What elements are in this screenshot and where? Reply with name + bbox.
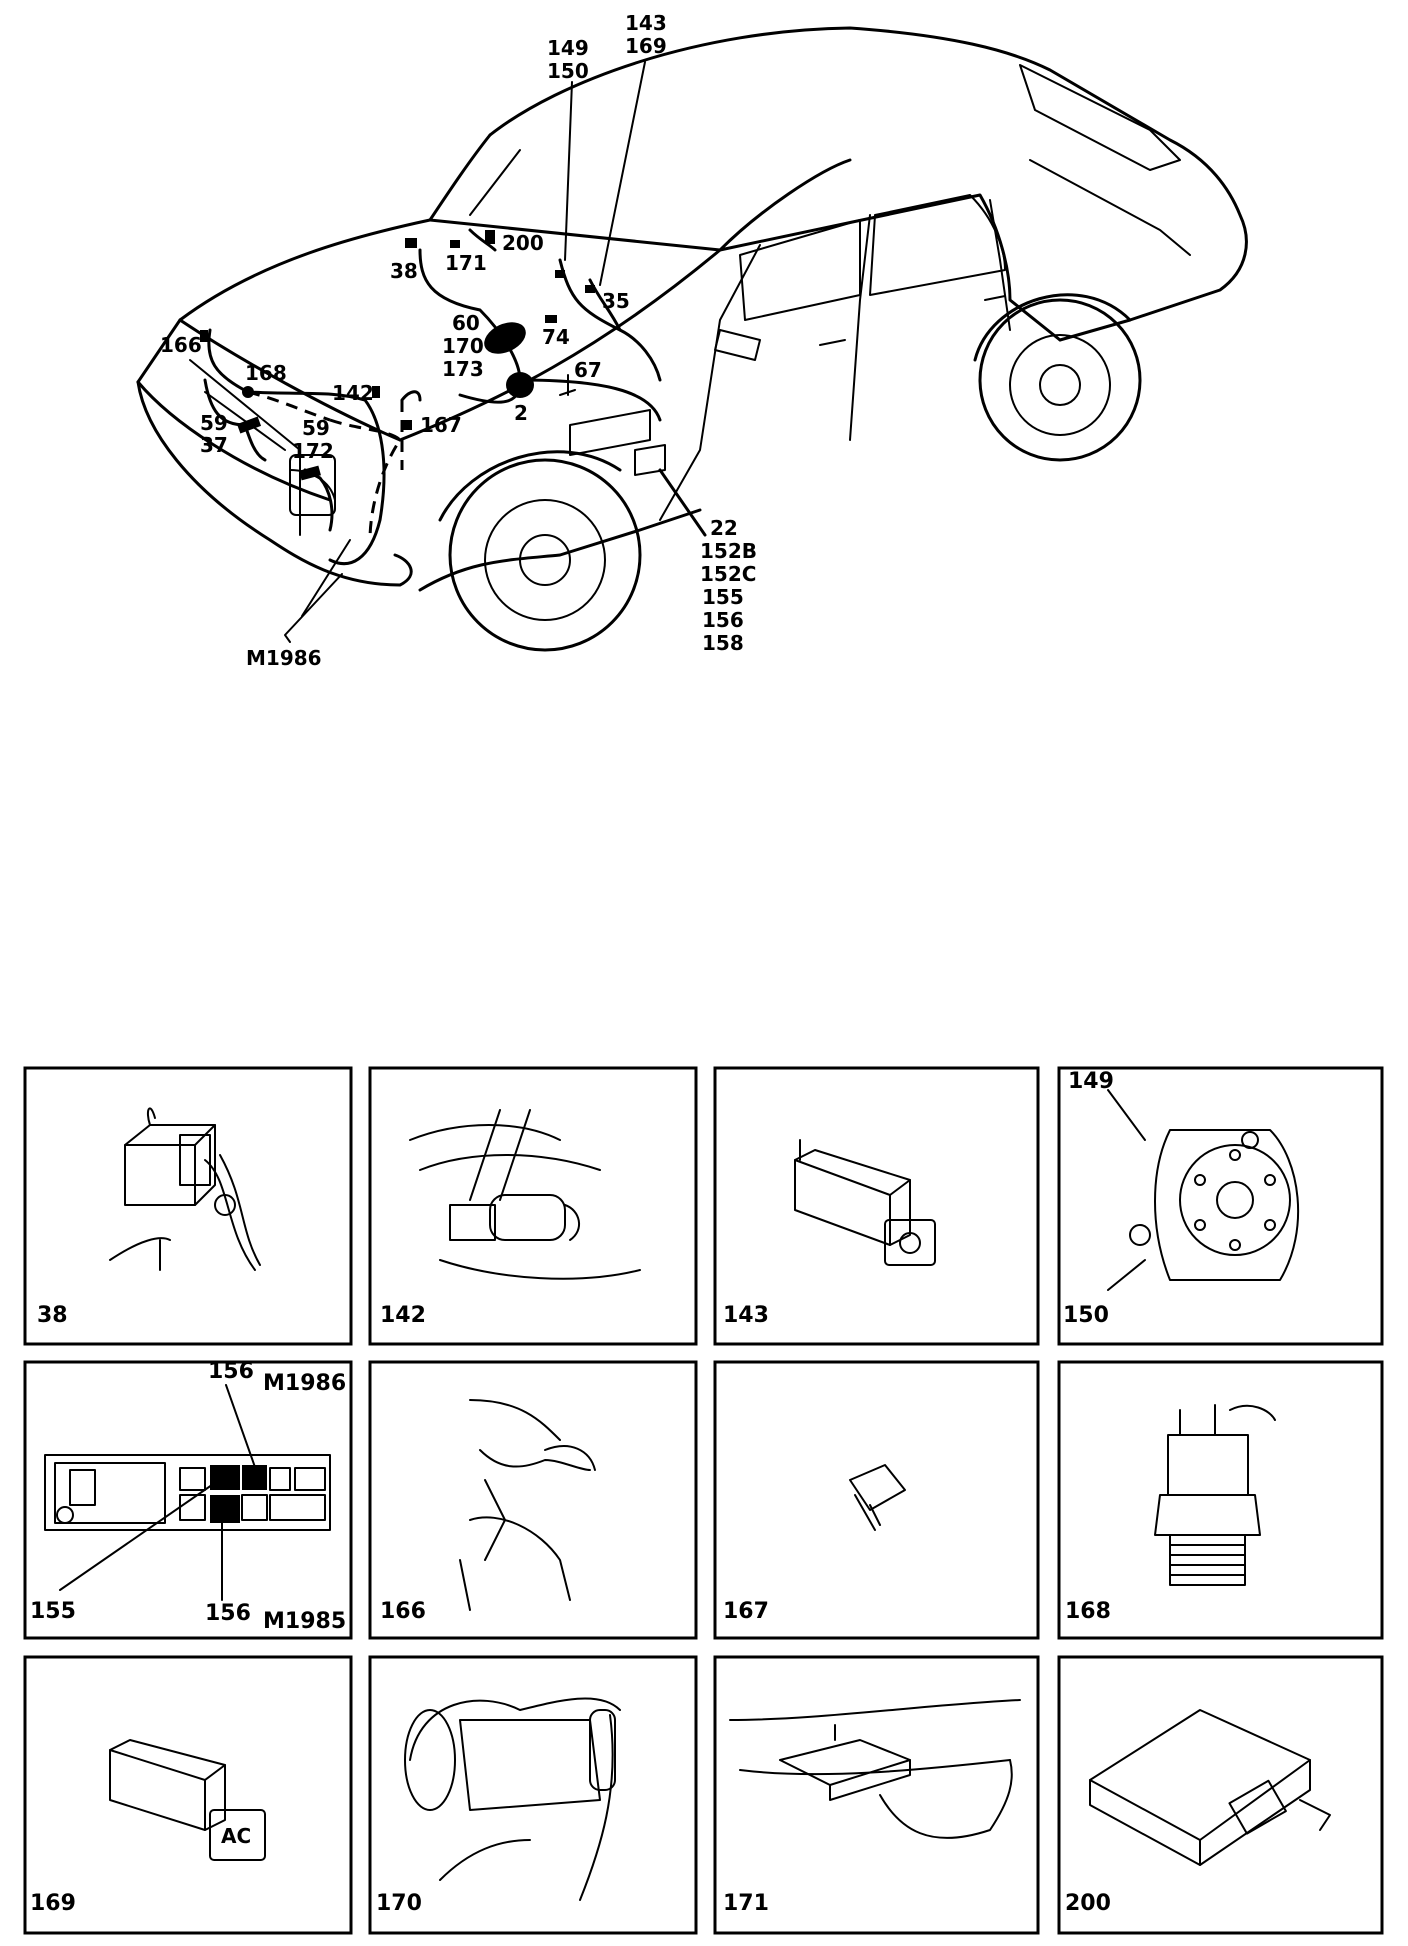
label-156: 156 [702, 608, 744, 632]
label-152B: 152B [700, 539, 757, 563]
label-150: 150 [547, 59, 589, 83]
label-166: 166 [160, 333, 202, 357]
overview-labels: 143 169 149 150 200 171 38 35 60 170 173… [160, 11, 757, 670]
panel-168-label: 168 [1065, 1599, 1111, 1624]
leader-lines [284, 61, 646, 643]
label-35: 35 [602, 289, 630, 313]
label-152C: 152C [700, 562, 756, 586]
panel-166: 166 [368, 1360, 698, 1640]
panel-167-label: 167 [723, 1599, 769, 1624]
label-173: 173 [442, 357, 484, 381]
panel-169-label: 169 [30, 1891, 76, 1916]
panel-200: 200 [1057, 1655, 1384, 1935]
panel-169-button-text: AC [221, 1824, 251, 1848]
panel-171-label: 171 [723, 1891, 769, 1916]
panel-200-label: 200 [1065, 1891, 1111, 1916]
panel-155-tag-M1985: M1985 [263, 1609, 346, 1634]
panel-150: 149 150 [1057, 1066, 1384, 1346]
label-60: 60 [452, 311, 480, 335]
panel-171: 171 [713, 1655, 1040, 1935]
panel-155: 156 M1986 155 156 M1985 [23, 1359, 353, 1640]
panel-155-callout-156-top: 156 [208, 1359, 254, 1384]
label-200: 200 [502, 231, 544, 255]
label-2: 2 [514, 401, 528, 425]
label-143: 143 [625, 11, 667, 35]
label-74: 74 [542, 325, 570, 349]
label-170: 170 [442, 334, 484, 358]
component-2-blob [506, 372, 534, 398]
label-M1986: M1986 [246, 646, 322, 670]
label-37: 37 [200, 433, 228, 457]
panel-170-label: 170 [376, 1891, 422, 1916]
panel-143: 143 [713, 1066, 1040, 1346]
label-158: 158 [702, 631, 744, 655]
label-149: 149 [547, 36, 589, 60]
panel-142-label: 142 [380, 1303, 426, 1328]
panel-150-label: 150 [1063, 1303, 1109, 1328]
label-168: 168 [245, 361, 287, 385]
panel-155-tag-M1986: M1986 [263, 1371, 346, 1396]
panel-166-label: 166 [380, 1599, 426, 1624]
car-body-outline [136, 26, 1248, 652]
wiring-harness [203, 228, 662, 566]
label-169: 169 [625, 34, 667, 58]
label-171: 171 [445, 251, 487, 275]
panel-38-label: 38 [37, 1303, 68, 1328]
panel-142: 142 [368, 1066, 698, 1346]
label-59-left: 59 [200, 411, 228, 435]
fuse-156-bottom [210, 1495, 240, 1523]
panel-170: 170 [368, 1655, 698, 1935]
label-59-right: 59 [302, 416, 330, 440]
panel-169: AC 169 [23, 1655, 353, 1935]
fuse-156-top [210, 1465, 240, 1490]
car-components [200, 230, 707, 537]
label-67: 67 [574, 358, 602, 382]
panel-168: 168 [1057, 1360, 1384, 1640]
car-overview: 143 169 149 150 200 171 38 35 60 170 173… [136, 11, 1248, 670]
label-142: 142 [332, 381, 374, 405]
panel-155-callout-156-bottom: 156 [205, 1601, 251, 1626]
panel-155-label: 155 [30, 1599, 76, 1624]
label-155: 155 [702, 585, 744, 609]
panel-38: 38 [23, 1066, 353, 1346]
component-60-blob [484, 322, 526, 354]
label-167: 167 [420, 413, 462, 437]
panel-150-callout-149: 149 [1068, 1069, 1114, 1094]
panel-143-label: 143 [723, 1303, 769, 1328]
label-172: 172 [292, 439, 334, 463]
label-38: 38 [390, 259, 418, 283]
label-22: 22 [710, 516, 738, 540]
panel-167: 167 [713, 1360, 1040, 1640]
